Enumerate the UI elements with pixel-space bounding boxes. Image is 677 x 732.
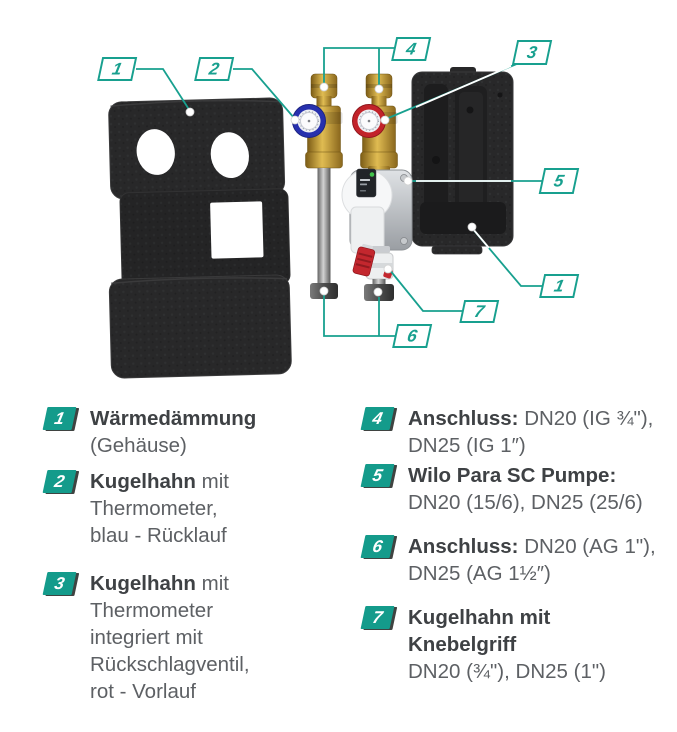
pump-display bbox=[356, 168, 377, 198]
svg-text:4: 4 bbox=[403, 39, 418, 59]
exploded-diagram: 1 2 4 3 5 1 7 6 bbox=[97, 37, 580, 379]
insulation-back-cover bbox=[411, 67, 514, 255]
legend-item-5: 5 Wilo Para SC Pumpe: DN20 (15/6), DN25 … bbox=[360, 462, 643, 516]
square-cutout bbox=[210, 201, 264, 259]
legend-item-1: 1 Wärmedämmung (Gehäuse) bbox=[42, 405, 257, 459]
legend-badge-1: 1 bbox=[42, 407, 77, 430]
callout-6-bottom-connections: 6 bbox=[392, 324, 433, 348]
legend-badge-7: 7 bbox=[360, 606, 395, 629]
legend-item-3: 3 Kugelhahn mit Thermometer integriert m… bbox=[42, 570, 250, 705]
hole-right bbox=[210, 132, 249, 178]
hole-left bbox=[136, 129, 175, 175]
callout-1-front-cover: 1 bbox=[97, 57, 138, 81]
svg-text:2: 2 bbox=[206, 59, 221, 79]
legend-text-5: Wilo Para SC Pumpe: DN20 (15/6), DN25 (2… bbox=[408, 464, 643, 514]
callout-leader-lines bbox=[136, 47, 545, 337]
callout-2-return-valve: 2 bbox=[194, 57, 235, 81]
callout-7-toggle-valve: 7 bbox=[459, 300, 500, 323]
legend-text-4: Anschluss: DN20 (IG ¾"), DN25 (IG 1″) bbox=[408, 407, 654, 457]
toggle-ball-valve bbox=[352, 243, 394, 280]
callout-1-back-cover: 1 bbox=[539, 274, 580, 298]
leader-endpoint-dots bbox=[185, 82, 477, 297]
flow-valve-assembly bbox=[341, 73, 413, 301]
red-toggle-handle bbox=[352, 243, 376, 277]
legend-text-2: Kugelhahn mit Thermometer, blau - Rückla… bbox=[90, 470, 229, 547]
callout-5-pump: 5 bbox=[538, 168, 580, 194]
legend-badge-2: 2 bbox=[42, 470, 77, 493]
insulation-front-cover bbox=[108, 97, 292, 379]
legend-badge-3: 3 bbox=[42, 572, 77, 595]
callout-4-top-connections: 4 bbox=[391, 37, 432, 61]
legend-badge-4: 4 bbox=[360, 407, 395, 430]
legend-item-6: 6 Anschluss: DN20 (AG 1"), DN25 (AG 1½″) bbox=[360, 533, 656, 587]
legend-text-6: Anschluss: DN20 (AG 1"), DN25 (AG 1½″) bbox=[408, 535, 656, 585]
legend-badge-5: 5 bbox=[360, 464, 395, 487]
legend-badge-6: 6 bbox=[360, 535, 395, 558]
pump-led bbox=[369, 172, 375, 177]
callout-3-flow-valve: 3 bbox=[511, 40, 553, 65]
legend-text-1: Wärmedämmung (Gehäuse) bbox=[90, 407, 257, 457]
legend-item-4: 4 Anschluss: DN20 (IG ¾"), DN25 (IG 1″) bbox=[360, 405, 654, 459]
return-pipe bbox=[317, 168, 331, 286]
legend-item-2: 2 Kugelhahn mit Thermometer, blau - Rück… bbox=[42, 468, 229, 549]
return-valve-assembly bbox=[292, 73, 343, 299]
legend-item-7: 7 Kugelhahn mit Knebelgriff DN20 (¾"), D… bbox=[360, 604, 606, 685]
svg-text:1: 1 bbox=[110, 59, 124, 79]
legend-text-7: Kugelhahn mit Knebelgriff DN20 (¾"), DN2… bbox=[408, 606, 606, 683]
circulation-pump bbox=[341, 168, 413, 254]
svg-text:1: 1 bbox=[552, 276, 566, 296]
legend-text-3: Kugelhahn mit Thermometer integriert mit… bbox=[90, 572, 250, 703]
thermometer-red-dial bbox=[352, 104, 386, 138]
thermometer-blue-dial bbox=[292, 104, 326, 138]
